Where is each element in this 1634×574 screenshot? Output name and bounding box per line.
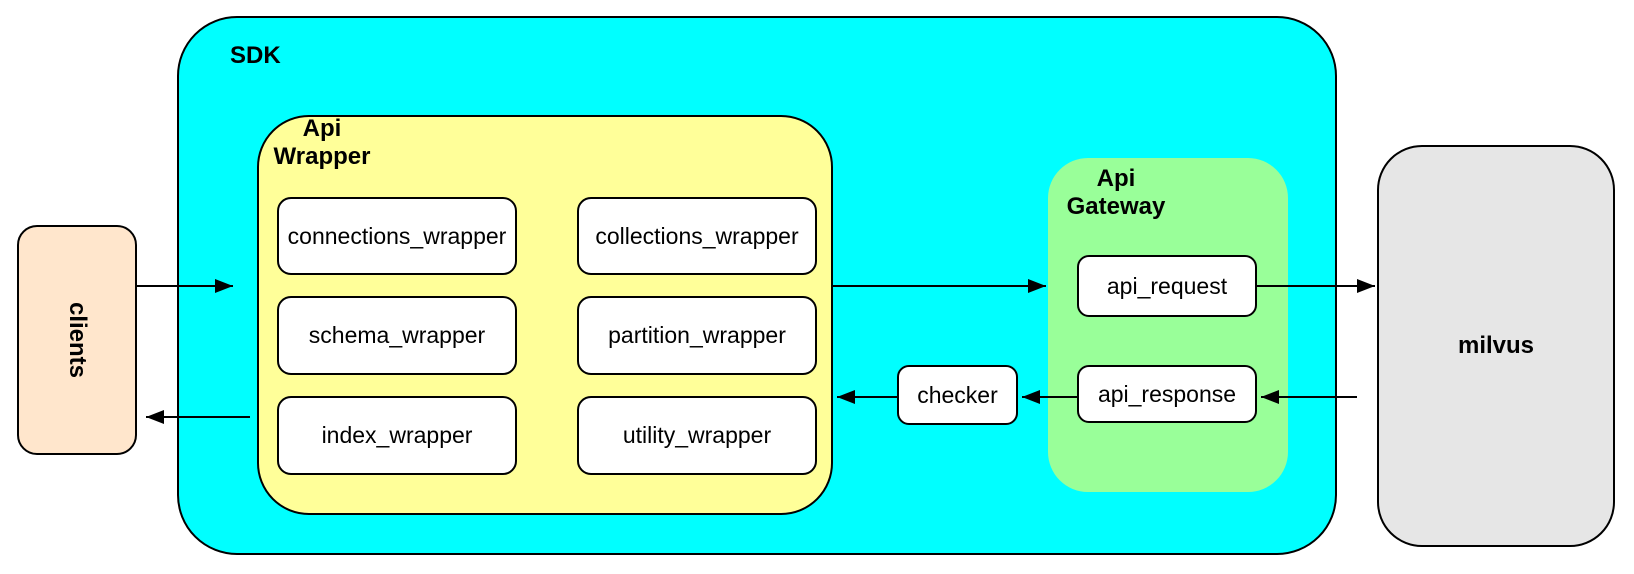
api-gateway-label: Api Gateway	[1066, 165, 1166, 220]
utility-wrapper-box: utility_wrapper	[577, 396, 817, 475]
collections-wrapper-label: collections_wrapper	[595, 222, 799, 249]
clients-node: clients	[17, 225, 137, 455]
collections-wrapper-box: collections_wrapper	[577, 197, 817, 275]
api-request-label: api_request	[1106, 272, 1228, 299]
index-wrapper-label: index_wrapper	[321, 422, 473, 448]
index-wrapper-box: index_wrapper	[277, 396, 517, 475]
schema-wrapper-box: schema_wrapper	[277, 296, 517, 375]
partition-wrapper-label: partition_wrapper	[608, 322, 786, 348]
milvus-label: milvus	[1457, 332, 1535, 359]
partition-wrapper-box: partition_wrapper	[577, 296, 817, 375]
checker-box: checker	[897, 365, 1018, 425]
checker-label: checker	[917, 381, 998, 408]
api-response-box: api_response	[1077, 365, 1257, 423]
sdk-label: SDK	[230, 42, 281, 69]
api-request-box: api_request	[1077, 255, 1257, 317]
utility-wrapper-label: utility_wrapper	[622, 422, 772, 448]
connections-wrapper-box: connections_wrapper	[277, 197, 517, 275]
milvus-node: milvus	[1377, 145, 1615, 547]
clients-label: clients	[64, 301, 91, 379]
api-response-label: api_response	[1097, 380, 1237, 407]
api-gateway-container	[1048, 158, 1288, 492]
api-wrapper-label: Api Wrapper	[273, 115, 371, 170]
connections-wrapper-label: connections_wrapper	[287, 222, 507, 249]
schema-wrapper-label: schema_wrapper	[308, 322, 486, 348]
